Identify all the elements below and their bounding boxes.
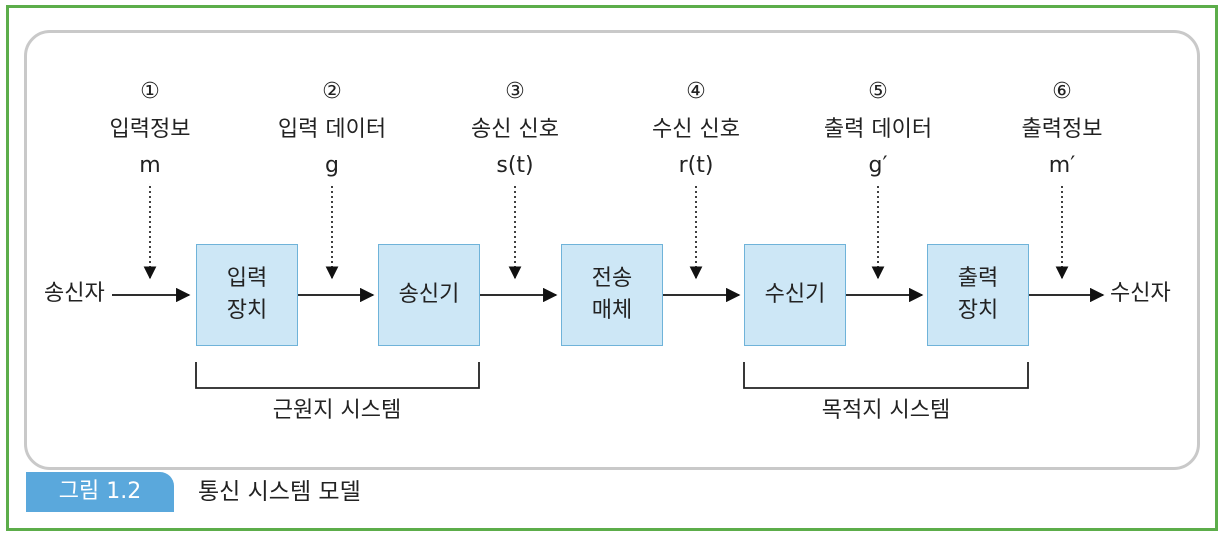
destination-system-bracket bbox=[743, 362, 1029, 389]
figure-caption: 통신 시스템 모델 bbox=[198, 479, 361, 505]
step-label: 수신 신호 bbox=[652, 117, 740, 142]
step-symbol: m′ bbox=[1048, 153, 1076, 178]
input-device-box: 입력 장치 bbox=[196, 244, 298, 346]
step-symbol: g′ bbox=[868, 153, 888, 178]
step-symbol: r(t) bbox=[678, 153, 714, 178]
destination-system-label: 목적지 시스템 bbox=[821, 398, 951, 423]
box-line: 출력 bbox=[957, 266, 999, 291]
output-device-box: 출력 장치 bbox=[927, 244, 1029, 346]
source-system-label: 근원지 시스템 bbox=[272, 398, 402, 423]
step-label: 송신 신호 bbox=[471, 117, 559, 142]
box-line: 장치 bbox=[226, 298, 268, 323]
step-number: ④ bbox=[686, 79, 706, 104]
step-label: 출력 데이터 bbox=[823, 117, 933, 142]
step-number: ③ bbox=[505, 79, 525, 104]
box-line: 수신기 bbox=[764, 282, 826, 307]
box-line: 장치 bbox=[957, 298, 999, 323]
step-number: ⑤ bbox=[868, 79, 888, 104]
figure-number-badge: 그림 1.2 bbox=[26, 472, 174, 512]
box-line: 전송 bbox=[591, 266, 633, 291]
step-label: 입력정보 bbox=[109, 117, 191, 142]
receiver-label: 수신자 bbox=[1110, 281, 1171, 306]
step-label: 출력정보 bbox=[1021, 117, 1103, 142]
receiver-box: 수신기 bbox=[744, 244, 846, 346]
step-number: ① bbox=[140, 79, 160, 104]
step-symbol: m bbox=[139, 153, 161, 178]
step-number: ⑥ bbox=[1052, 79, 1072, 104]
transmitter-box: 송신기 bbox=[378, 244, 480, 346]
step-symbol: g bbox=[325, 153, 339, 178]
box-line: 송신기 bbox=[398, 282, 460, 307]
box-line: 매체 bbox=[591, 298, 633, 323]
box-line: 입력 bbox=[226, 266, 268, 291]
step-label: 입력 데이터 bbox=[277, 117, 387, 142]
sender-label: 송신자 bbox=[44, 281, 105, 306]
transmission-medium-box: 전송 매체 bbox=[561, 244, 663, 346]
source-system-bracket bbox=[195, 362, 480, 389]
step-number: ② bbox=[322, 79, 342, 104]
step-symbol: s(t) bbox=[496, 153, 534, 178]
